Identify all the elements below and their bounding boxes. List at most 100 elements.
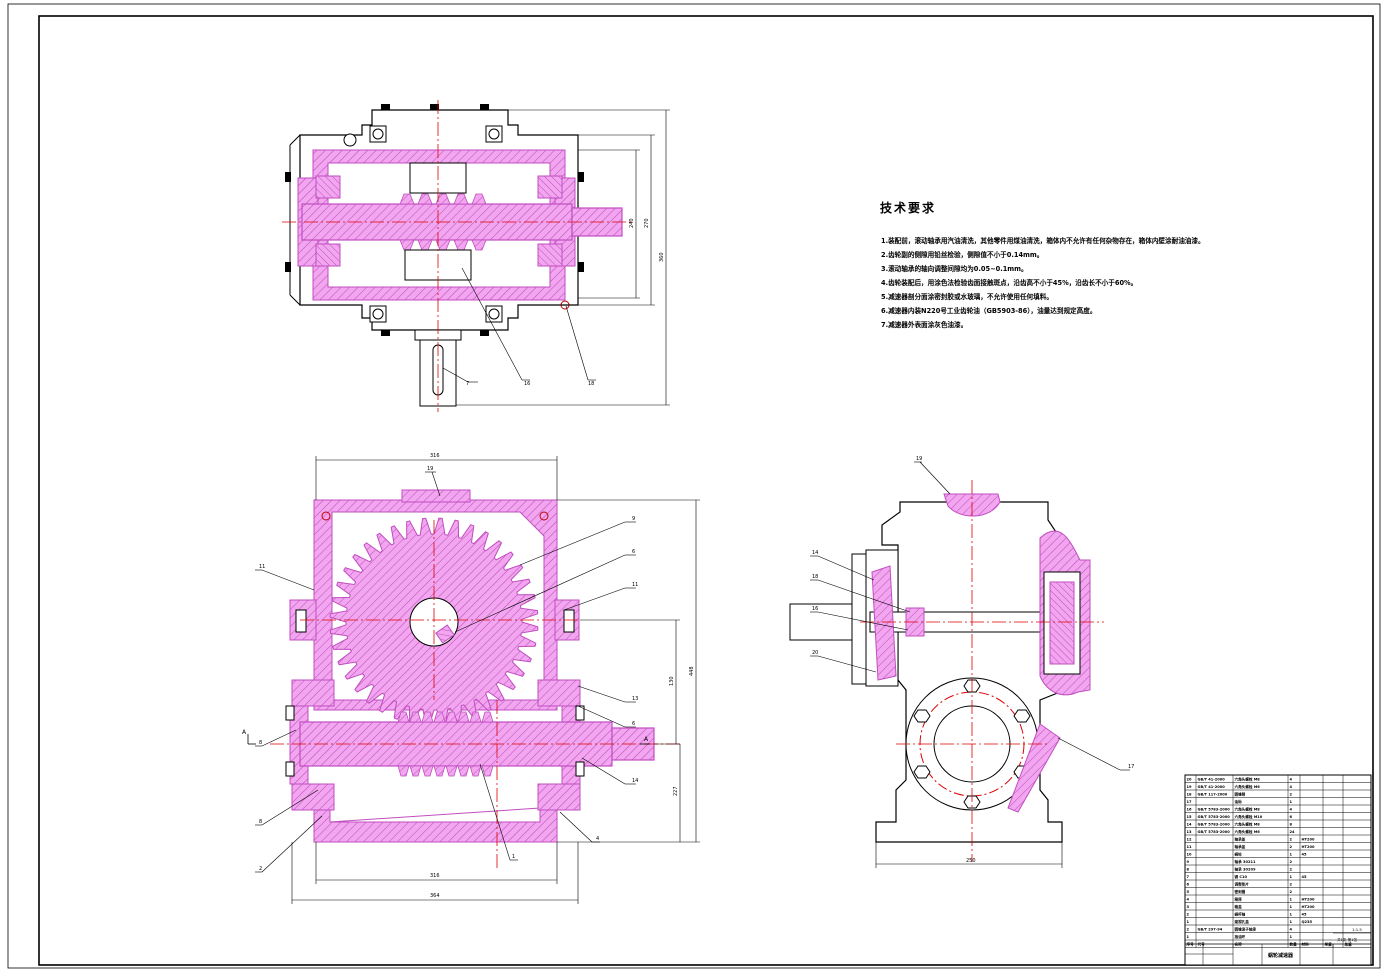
parts-cell: HT200 <box>1302 905 1315 909</box>
worm-tooth <box>409 765 422 777</box>
front-view: 316 130 448 227 316 364 A A 19 <box>242 453 700 904</box>
parts-cell: 六角头螺栓 M10 <box>1235 814 1263 819</box>
worm-tooth <box>409 711 422 723</box>
balloon-front-8a: 8 <box>259 740 262 746</box>
parts-cell: 45 <box>1302 913 1308 917</box>
balloon-side-19: 19 <box>916 456 922 462</box>
parts-cell: 1 <box>1187 935 1190 939</box>
parts-cell: 轴承 30211 <box>1235 859 1256 864</box>
worm-tooth <box>445 765 458 777</box>
parts-cell: 1 <box>1290 800 1293 804</box>
parts-cell: HT200 <box>1302 845 1315 849</box>
parts-cell: 3 <box>1187 905 1190 909</box>
parts-cell: 2 <box>1290 845 1293 849</box>
parts-cell: 6 <box>1187 883 1190 887</box>
tech-requirement-5: 5.减速器剖分面涂密封胶或水玻璃，不允许使用任何填料。 <box>881 293 1053 301</box>
parts-cell: 六角头螺栓 M8 <box>1235 777 1261 782</box>
parts-cell: 蜗杆轴 <box>1235 912 1246 917</box>
parts-cell: GB/T 41-2000 <box>1198 785 1226 789</box>
parts-cell: 圆锥销 <box>1235 792 1246 797</box>
worm-tooth <box>445 711 458 723</box>
section-mark-right: A <box>644 736 649 743</box>
parts-cell: 1 <box>1290 913 1293 917</box>
parts-cell: 4 <box>1187 898 1190 902</box>
parts-cell: 8 <box>1187 868 1190 872</box>
parts-cell: 箱座 <box>1235 897 1243 902</box>
parts-cell: 2 <box>1290 793 1293 797</box>
tech-requirement-6: 6.减速器内装N220号工业齿轮油（GB5903-86），油量达到规定高度。 <box>881 307 1097 315</box>
parts-cell: GB/T 5783-2000 <box>1198 808 1231 812</box>
parts-cell: 16 <box>1187 808 1193 812</box>
parts-cell: 轴承 30209 <box>1235 867 1256 872</box>
title-block-sheet: 共1张 第1张 <box>1337 937 1357 942</box>
balloon-front-8b: 8 <box>259 819 262 825</box>
parts-cell: 轴承盖 <box>1235 844 1246 849</box>
dim-side-1: 250 <box>966 858 976 864</box>
balloon-front-11a: 11 <box>259 564 265 570</box>
worm-tooth <box>421 765 434 777</box>
parts-cell: 1 <box>1187 920 1190 924</box>
balloon-front-11b: 11 <box>632 582 638 588</box>
parts-cell: 调整垫片 <box>1235 882 1250 887</box>
parts-cell: 24 <box>1290 830 1296 834</box>
worm-tooth <box>481 765 494 777</box>
tech-requirement-4: 4.齿轮装配后，用涂色法检验齿面接触斑点，沿齿高不小于45%，沿齿长不小于60%… <box>881 279 1138 287</box>
parts-cell: 1 <box>1290 898 1293 902</box>
worm-tooth <box>433 711 446 723</box>
parts-cell: 挡油环 <box>1235 934 1246 939</box>
balloon-top-18: 18 <box>588 381 594 387</box>
balloon-side-17: 17 <box>1128 764 1134 770</box>
parts-cell: 7 <box>1187 875 1190 879</box>
dim-front-3: 448 <box>689 666 695 676</box>
parts-cell: GB/T 5783-2000 <box>1198 815 1231 819</box>
parts-cell: Q235 <box>1302 920 1313 924</box>
parts-cell: 1 <box>1290 920 1293 924</box>
parts-cell: 10 <box>1187 853 1193 857</box>
balloon-top-16: 16 <box>524 381 530 387</box>
parts-cell: 18 <box>1187 793 1193 797</box>
parts-cell: 13 <box>1187 830 1193 834</box>
parts-cell: 轴承盖 <box>1235 837 1246 842</box>
parts-cell: 2 <box>1290 890 1293 894</box>
balloon-front-4: 4 <box>596 836 599 842</box>
parts-cell: 4 <box>1290 785 1293 789</box>
parts-cell: 12 <box>1187 838 1193 842</box>
parts-cell: 箱盖 <box>1235 904 1243 909</box>
parts-cell: 6 <box>1290 815 1293 819</box>
balloon-front-1: 1 <box>512 854 515 860</box>
tech-requirement-7: 7.减速器外表面涂灰色油漆。 <box>881 321 968 329</box>
top-view: 240 270 360 7 16 18 <box>282 100 670 412</box>
parts-cell: 圆锥滚子轴承 <box>1235 927 1257 932</box>
balloon-front-13: 13 <box>632 696 638 702</box>
dim-front-1: 316 <box>430 453 440 459</box>
tech-requirement-1: 1.装配前，滚动轴承用汽油清洗，其他零件用煤油清洗，箱体内不允许有任何杂物存在，… <box>881 237 1205 245</box>
worm-tooth <box>433 765 446 777</box>
parts-cell: 4 <box>1290 778 1293 782</box>
parts-cell: 17 <box>1187 800 1193 804</box>
dim-front-2: 130 <box>669 676 675 686</box>
parts-cell: GB/T 41-2000 <box>1198 778 1226 782</box>
sheet-outer-border <box>7 3 1381 969</box>
title-block-name: 蜗轮减速器 <box>1268 952 1294 959</box>
parts-cell: 14 <box>1187 823 1193 827</box>
parts-cell: 19 <box>1187 785 1193 789</box>
parts-cell: 六角头螺栓 M8 <box>1235 822 1261 827</box>
balloon-front-14: 14 <box>632 778 638 784</box>
dim-top-1: 240 <box>629 218 635 228</box>
parts-cell: 六角头螺栓 M8 <box>1235 807 1261 812</box>
parts-cell: GB/T 5783-2000 <box>1198 823 1231 827</box>
parts-cell: 15 <box>1187 815 1193 819</box>
worm-tooth <box>421 711 434 723</box>
worm-tooth <box>397 711 410 723</box>
worm-tooth <box>469 765 482 777</box>
balloon-side-20: 20 <box>812 650 818 656</box>
parts-cell: 1 <box>1290 935 1293 939</box>
parts-cell: 9 <box>1187 860 1190 864</box>
parts-cell: 5 <box>1187 890 1190 894</box>
balloon-front-2: 2 <box>259 866 262 872</box>
parts-cell: 11 <box>1187 845 1193 849</box>
parts-cell: GB/T 117-2000 <box>1198 793 1228 797</box>
parts-cell: 8 <box>1290 823 1293 827</box>
parts-cell: 2 <box>1290 868 1293 872</box>
